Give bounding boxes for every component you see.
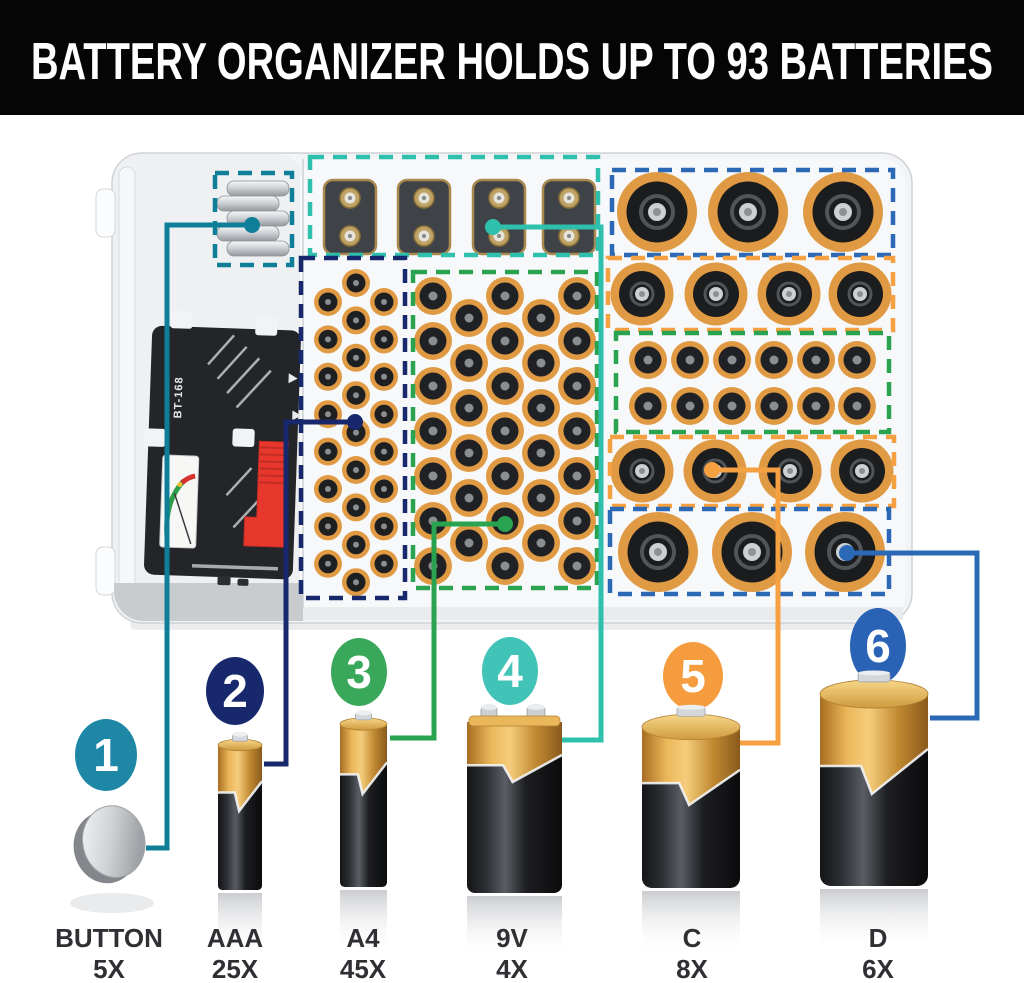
compartment-c-cells-bottom-dashed-box <box>607 434 897 509</box>
hinge-tab-bottom <box>95 546 116 596</box>
callout-dot <box>485 219 501 235</box>
badge-2-circle <box>206 657 264 725</box>
badge-3-number: 3 <box>346 646 372 698</box>
label-d-name: D <box>869 923 888 953</box>
callout-line-6 <box>839 545 980 721</box>
compartment-c-cells-top-dashed-box <box>605 255 896 333</box>
button-battery-icon <box>70 805 154 913</box>
compartment-d-cells-bottom-dashed-box <box>607 506 892 597</box>
compartment-9v-cells <box>307 154 601 258</box>
compartment-9v-cells-cells <box>322 178 597 256</box>
tester-model-label: BT-168 <box>172 376 185 418</box>
badge-1: 1 <box>75 719 137 791</box>
label-button-name: BUTTON <box>55 923 163 953</box>
9v-battery-icon <box>467 704 563 958</box>
compartment-aaa-cells-dashed-box <box>298 255 408 601</box>
badge-3: 3 <box>331 638 387 706</box>
battery-tester: BT-168 <box>143 310 302 586</box>
badge-1-circle <box>75 719 137 791</box>
badge-1-number: 1 <box>93 729 119 781</box>
callout-dot <box>704 462 720 478</box>
badge-2-number: 2 <box>222 665 248 717</box>
hinge-tab-top <box>95 188 116 238</box>
aaa-battery-icon <box>217 731 263 955</box>
tester-clip <box>255 317 278 336</box>
badge-4: 4 <box>482 637 538 705</box>
organizer-illustration: BT-168 <box>55 152 980 983</box>
tester-clip <box>143 428 166 447</box>
aa-battery-icon <box>339 710 388 952</box>
compartment-button-cells-cells <box>216 180 290 257</box>
callout-dot <box>244 217 260 233</box>
case-base-strip <box>114 583 303 621</box>
callout-line-1 <box>146 217 260 851</box>
badge-4-number: 4 <box>497 645 523 697</box>
callout-dot <box>347 414 363 430</box>
tester-slider <box>243 440 289 548</box>
badge-6: 6 <box>850 608 906 684</box>
compartment-c-cells-top <box>605 255 896 333</box>
compartment-aa-cells-main-cells <box>414 277 596 585</box>
compartment-d-cells-top <box>609 167 896 258</box>
badge-4-circle <box>482 637 538 705</box>
battery-icons-layer <box>70 670 929 958</box>
badge-5: 5 <box>663 642 723 710</box>
badge-3-circle <box>331 638 387 706</box>
compartment-aa-cells-right-dashed-box <box>613 330 892 435</box>
callout-line-3 <box>390 516 513 741</box>
label-aaa-name: AAA <box>207 923 264 953</box>
compartment-c-cells-top-cells <box>610 262 892 326</box>
tester-clip <box>170 310 193 329</box>
callout-line-4 <box>485 219 604 743</box>
callout-dot <box>839 545 855 561</box>
compartment-d-cells-top-dashed-box <box>609 167 896 258</box>
label-aa-name: A4 <box>346 923 380 953</box>
compartment-9v-cells-dashed-box <box>307 154 601 258</box>
c-battery-icon <box>641 704 741 953</box>
compartment-aaa-cells-cells <box>314 269 398 597</box>
label-c-count: 8X <box>676 954 708 983</box>
compartment-button-cells-dashed-box <box>212 170 295 268</box>
label-aaa-count: 25X <box>212 954 259 983</box>
label-d-count: 6X <box>862 954 894 983</box>
banner: BATTERY ORGANIZER HOLDS UP TO 93 BATTERI… <box>0 0 1024 115</box>
compartment-c-cells-bottom <box>607 434 897 509</box>
compartment-aaa-cells <box>298 255 408 601</box>
compartments-layer <box>212 154 897 601</box>
label-9v-count: 4X <box>496 954 528 983</box>
tester-print-marks <box>207 334 272 529</box>
badge-5-circle <box>663 642 723 710</box>
compartment-aa-cells-right-cells <box>629 341 876 425</box>
label-9v-name: 9V <box>496 923 528 953</box>
badge-2: 2 <box>206 657 264 725</box>
label-aa-count: 45X <box>340 954 387 983</box>
d-battery-icon <box>819 670 929 951</box>
compartment-aa-cells-main-dashed-box <box>410 269 600 591</box>
tester-foot <box>217 575 231 586</box>
compartment-c-cells-bottom-cells <box>610 439 894 503</box>
label-button-count: 5X <box>93 954 125 983</box>
badge-5-number: 5 <box>680 650 706 702</box>
badge-6-circle <box>850 608 906 684</box>
lid-hinge-bar <box>118 166 136 612</box>
banner-background <box>0 0 1024 115</box>
callout-dot <box>497 516 513 532</box>
tester-fineprint <box>191 564 279 571</box>
banner-title: BATTERY ORGANIZER HOLDS UP TO 93 BATTERI… <box>31 33 993 91</box>
callout-line-5 <box>704 462 781 746</box>
callout-line-2 <box>264 414 363 767</box>
tester-arrow-mark <box>288 373 298 384</box>
tester-arrow-mark <box>292 410 302 421</box>
callout-lines-layer <box>146 217 980 851</box>
compartment-button-cells <box>212 170 295 268</box>
compartment-aa-cells-right <box>613 330 892 435</box>
tester-foot <box>237 578 249 586</box>
badge-6-number: 6 <box>865 620 891 672</box>
compartment-d-cells-top-cells <box>617 172 883 252</box>
tester-clip <box>232 428 255 448</box>
compartment-aa-cells-main <box>410 269 600 591</box>
legend-labels: BUTTON 5X AAA 25X A4 45X 9V 4X C 8X D 6X <box>55 923 894 983</box>
label-c-name: C <box>683 923 702 953</box>
